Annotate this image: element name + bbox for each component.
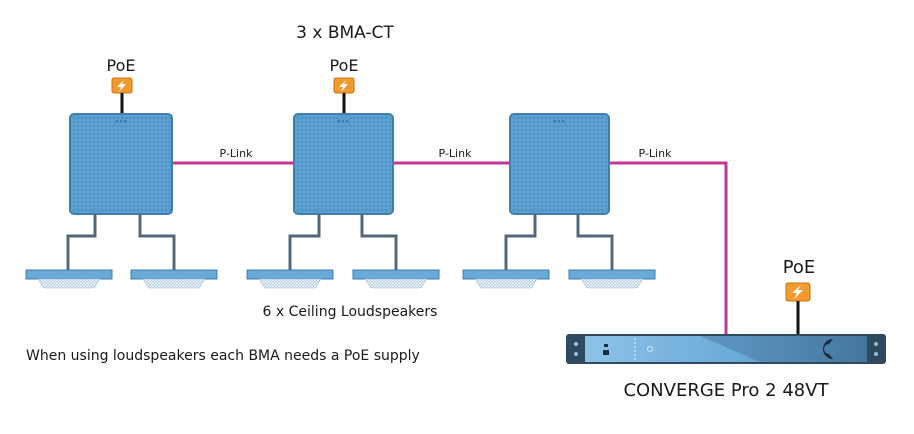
converge-pro-device [566, 334, 886, 364]
loudspeaker-5 [462, 269, 550, 289]
device-label: CONVERGE Pro 2 48VT [623, 380, 829, 401]
plink-label-2: P-Link [439, 147, 473, 160]
ceiling-loudspeakers [25, 269, 656, 289]
loudspeaker-3 [246, 269, 334, 289]
plink-cables [172, 161, 728, 334]
poe-label-1: PoE [107, 56, 136, 75]
loudspeaker-6 [568, 269, 656, 289]
bma-panel-3 [509, 113, 610, 215]
lightning-bolt-icon [792, 285, 803, 299]
power-note: When using loudspeakers each BMA needs a… [26, 348, 420, 364]
poe-label-3: PoE [783, 257, 816, 278]
loudspeaker-2 [130, 269, 218, 289]
usb-port-icon [603, 350, 609, 355]
speakers-caption: 6 x Ceiling Loudspeakers [263, 304, 438, 320]
bma-panel-1 [69, 113, 173, 215]
converge-c-logo-icon [823, 339, 833, 359]
plink-label-3: P-Link [639, 147, 673, 160]
diagram-title: 3 x BMA-CT [296, 23, 394, 43]
loudspeaker-4 [352, 269, 440, 289]
power-indicator-icon [647, 346, 653, 352]
poe-supply-2: PoE [330, 56, 359, 114]
lightning-bolt-icon [117, 80, 126, 92]
bma-panel-2 [293, 113, 394, 215]
poe-label-2: PoE [330, 56, 359, 75]
lightning-bolt-icon [339, 80, 348, 92]
speaker-cables [66, 214, 614, 270]
poe-supply-3: PoE [783, 257, 816, 334]
loudspeaker-1 [25, 269, 113, 289]
plink-label-1: P-Link [220, 147, 254, 160]
plink-cable-3 [609, 161, 728, 334]
poe-supply-1: PoE [107, 56, 136, 114]
